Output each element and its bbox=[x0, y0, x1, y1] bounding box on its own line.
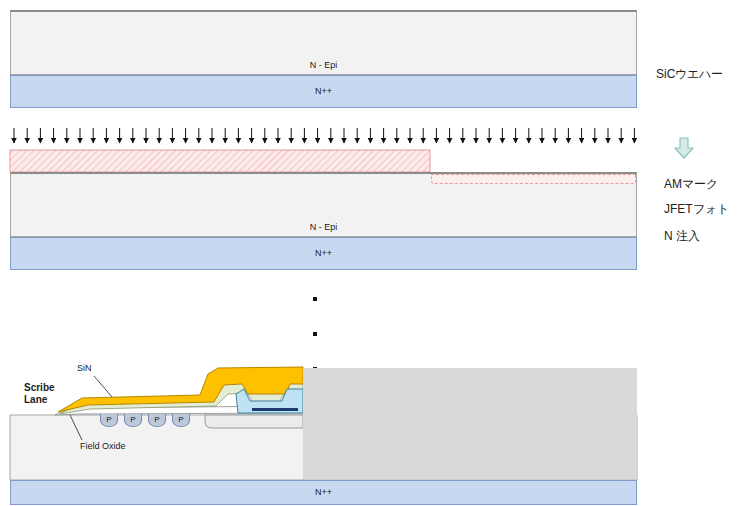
part-label: Scribe Lane bbox=[24, 382, 64, 405]
implant-arrow bbox=[185, 128, 186, 143]
implant-arrow bbox=[225, 128, 226, 143]
implant-arrow bbox=[66, 128, 67, 143]
leader-line bbox=[94, 376, 112, 397]
step-label: JFETフォト bbox=[664, 203, 729, 217]
p-region: P bbox=[100, 414, 118, 427]
continuation-dot bbox=[313, 332, 317, 336]
implant-arrow bbox=[396, 128, 397, 143]
layer-label: N++ bbox=[315, 87, 332, 96]
layer-label: N - Epi bbox=[310, 61, 338, 70]
implant-arrow bbox=[449, 128, 450, 143]
implant-arrow bbox=[198, 128, 199, 143]
implant-arrow bbox=[172, 128, 173, 143]
layer-label: P bbox=[106, 416, 111, 424]
leader-line bbox=[70, 415, 82, 440]
oxide-window bbox=[236, 389, 303, 413]
implant-arrow bbox=[581, 128, 582, 143]
implant-arrow bbox=[502, 128, 503, 143]
implant-arrow bbox=[106, 128, 107, 143]
implant-arrow bbox=[146, 128, 147, 143]
implant-arrow bbox=[264, 128, 265, 143]
implant-arrow bbox=[410, 128, 411, 143]
masked-area bbox=[303, 368, 637, 479]
continuation-dot bbox=[313, 297, 317, 301]
implant-arrow bbox=[436, 128, 437, 143]
layer-label: N++ bbox=[315, 249, 332, 258]
implant-arrows bbox=[14, 128, 634, 143]
implant-arrow bbox=[528, 128, 529, 143]
part-label: SiN bbox=[77, 363, 92, 373]
substrate-layer: N++ bbox=[10, 480, 637, 505]
layer-label: P bbox=[154, 416, 159, 424]
implant-arrow bbox=[568, 128, 569, 143]
substrate-layer: N++ bbox=[10, 75, 637, 108]
implant-arrow bbox=[621, 128, 622, 143]
implant-arrow bbox=[212, 128, 213, 143]
implant-arrow bbox=[40, 128, 41, 143]
implant-arrow bbox=[542, 128, 543, 143]
implant-arrow bbox=[53, 128, 54, 143]
implant-arrow bbox=[608, 128, 609, 143]
p-region: P bbox=[172, 414, 190, 427]
implant-arrow bbox=[370, 128, 371, 143]
implant-arrow bbox=[27, 128, 28, 143]
implant-arrow bbox=[383, 128, 384, 143]
implant-arrow bbox=[489, 128, 490, 143]
implant-arrow bbox=[515, 128, 516, 143]
p-region: P bbox=[124, 414, 142, 427]
implant-arrow bbox=[476, 128, 477, 143]
implant-arrow bbox=[462, 128, 463, 143]
implant-arrow bbox=[634, 128, 635, 143]
layer-label: P bbox=[178, 416, 183, 424]
p-region: P bbox=[148, 414, 166, 427]
sin-layer bbox=[58, 367, 303, 412]
step-arrow bbox=[675, 138, 693, 158]
step-label: N 注入 bbox=[664, 230, 700, 244]
metal-contact bbox=[252, 408, 298, 411]
implant-arrow bbox=[119, 128, 120, 143]
implant-arrow bbox=[93, 128, 94, 143]
implant-arrow bbox=[80, 128, 81, 143]
implant-arrow bbox=[317, 128, 318, 143]
implant-arrow bbox=[357, 128, 358, 143]
step-label: SiCウエハー bbox=[656, 68, 723, 82]
implant-arrow bbox=[330, 128, 331, 143]
photo-resist bbox=[10, 150, 430, 172]
substrate-layer: N++ bbox=[10, 237, 637, 270]
layer-label: N++ bbox=[315, 488, 332, 497]
implant-arrow bbox=[291, 128, 292, 143]
well-region bbox=[205, 415, 303, 428]
implant-arrow bbox=[251, 128, 252, 143]
implant-arrow bbox=[423, 128, 424, 143]
implant-arrow bbox=[344, 128, 345, 143]
implant-arrow bbox=[14, 128, 15, 143]
implant-arrow bbox=[238, 128, 239, 143]
implant-arrow bbox=[278, 128, 279, 143]
implant-arrow bbox=[132, 128, 133, 143]
implant-arrow bbox=[304, 128, 305, 143]
implant-arrow bbox=[555, 128, 556, 143]
part-label: Field Oxide bbox=[80, 441, 126, 451]
implant-arrow bbox=[594, 128, 595, 143]
implant-region bbox=[431, 174, 636, 184]
layer-label: P bbox=[130, 416, 135, 424]
layer-label: N - Epi bbox=[310, 223, 338, 232]
epi-layer: N - Epi bbox=[10, 172, 637, 237]
epi-layer: N - Epi bbox=[10, 10, 637, 75]
implant-arrow bbox=[159, 128, 160, 143]
step-label: AMマーク bbox=[664, 178, 718, 192]
